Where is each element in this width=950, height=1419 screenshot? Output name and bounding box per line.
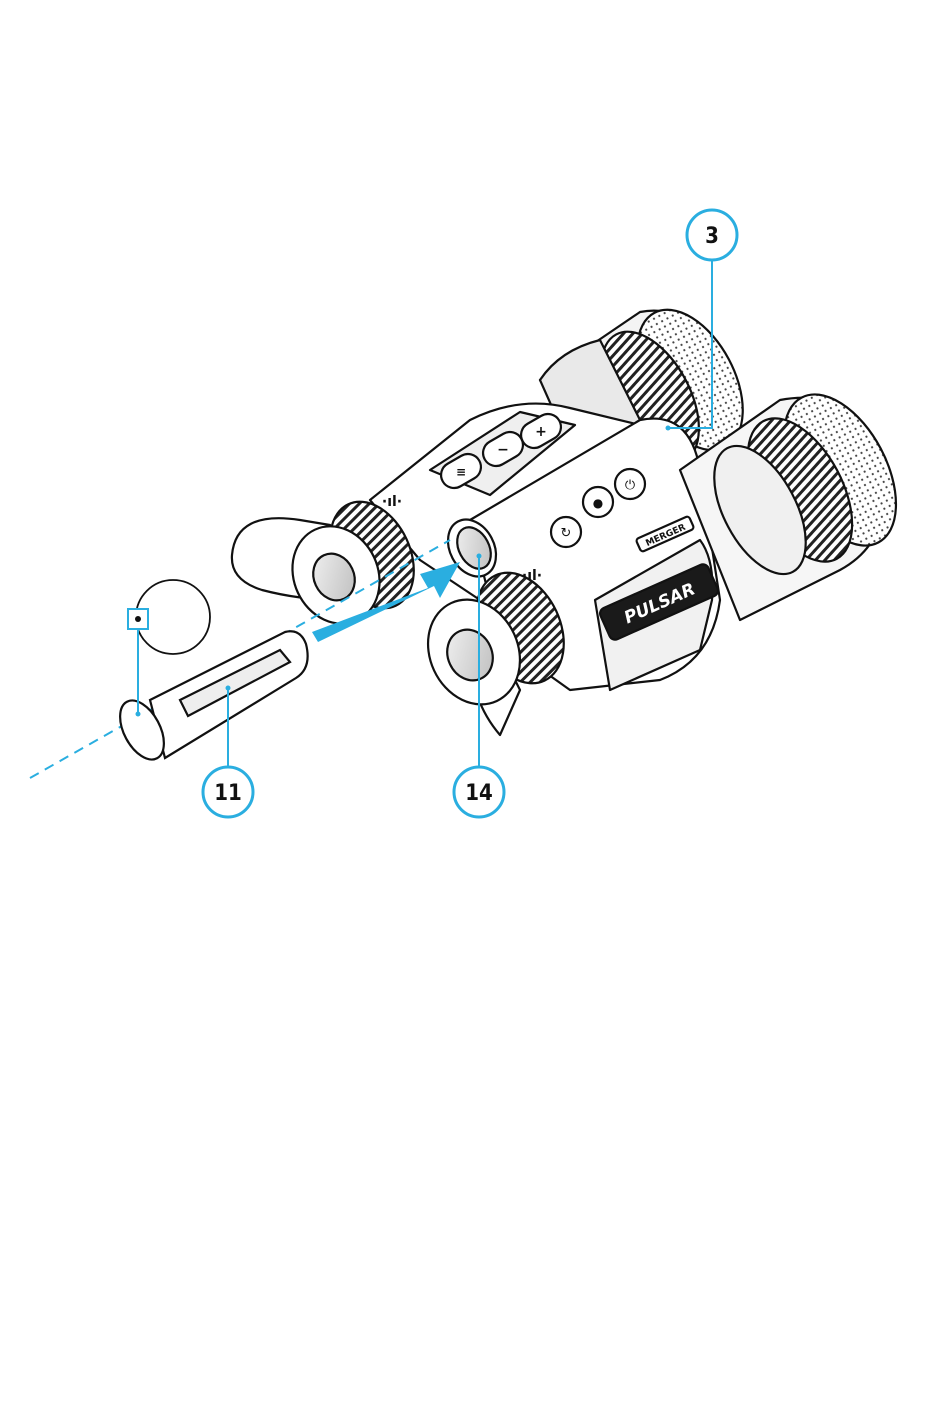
- battery-icon: [111, 631, 308, 767]
- rec-button-glyph: ●: [593, 496, 603, 510]
- plus-button-glyph: +: [535, 424, 547, 440]
- cycle-button-glyph: ↻: [561, 526, 572, 541]
- callout-battery-label: 11: [214, 781, 242, 806]
- binocular-illustration: ≡ − + ↻ ● ⏻ PULSAR MERGER: [232, 292, 919, 735]
- minus-button-glyph: −: [497, 442, 509, 458]
- callout-housing-label: 3: [705, 224, 719, 249]
- callout-compartment-label: 14: [465, 781, 493, 806]
- power-button-glyph: ⏻: [625, 478, 635, 493]
- svg-text:·ıl·: ·ıl·: [382, 494, 402, 510]
- menu-button-glyph: ≡: [456, 465, 466, 479]
- svg-text:·ıl·: ·ıl·: [522, 568, 542, 584]
